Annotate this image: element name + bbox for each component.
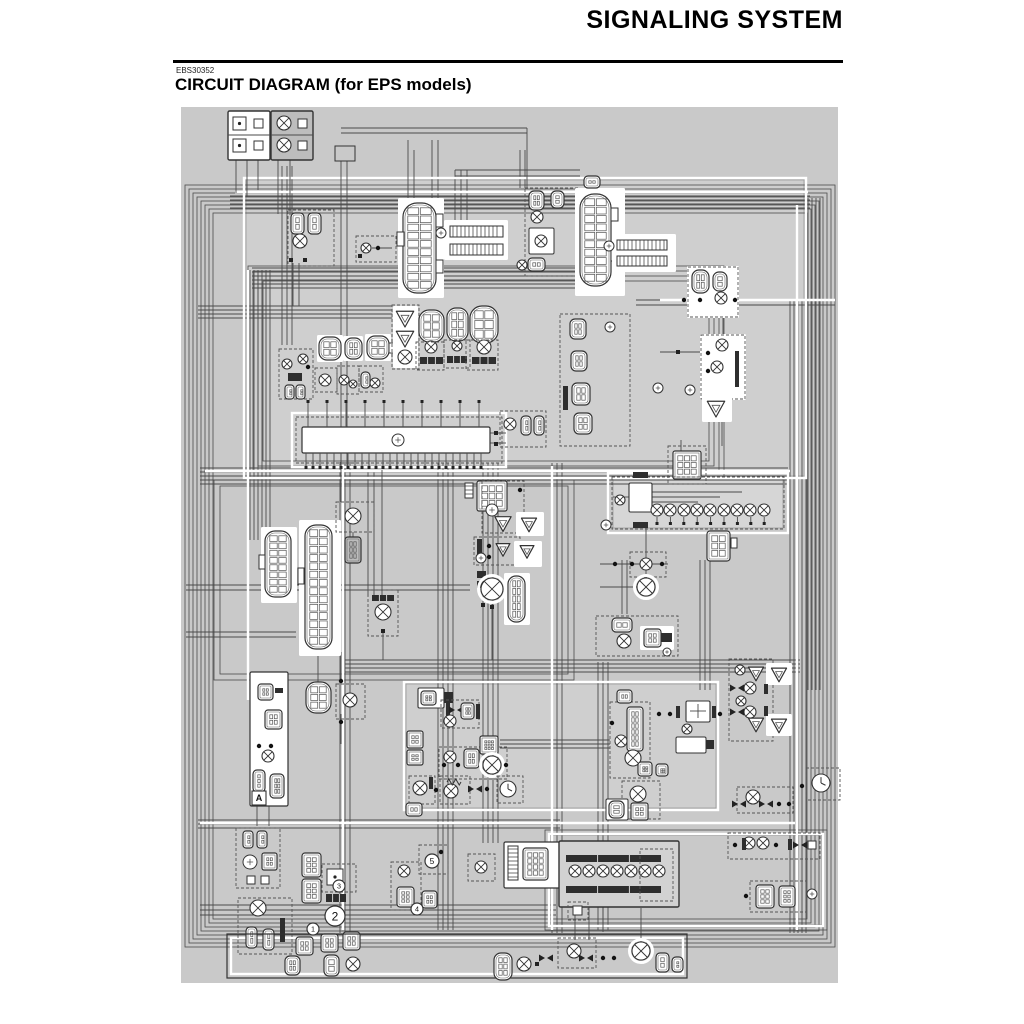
svg-text:4: 4 [415,905,419,914]
svg-text:1: 1 [311,925,315,934]
section-code: EBS30352 [176,66,215,75]
svg-text:3: 3 [337,882,341,891]
header-rule [173,60,843,63]
page-title: SIGNALING SYSTEM [586,6,843,34]
svg-text:A: A [256,793,263,803]
section-heading: CIRCUIT DIAGRAM (for EPS models) [175,75,472,94]
svg-text:5: 5 [430,856,435,866]
svg-text:2: 2 [332,910,339,924]
